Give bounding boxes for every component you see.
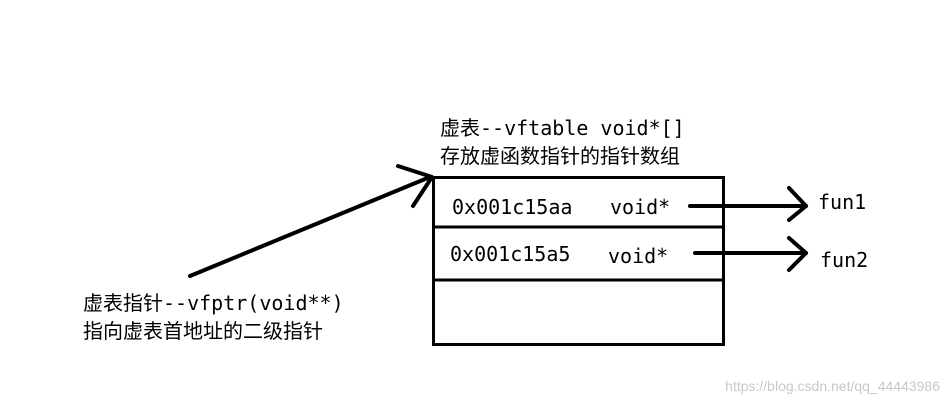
watermark: https://blog.csdn.net/qq_44443986 <box>725 378 940 394</box>
vftable-title-line1: 虚表--vftable void*[] <box>440 116 685 140</box>
vfptr-label-line1: 虚表指针--vfptr(void**) <box>83 291 344 315</box>
row-2-address: 0x001c15a5 <box>450 242 571 266</box>
row-1-type: void* <box>610 195 671 219</box>
vftable-box <box>432 176 725 346</box>
fun1-arrow <box>688 186 808 222</box>
row-1-address: 0x001c15aa <box>452 195 573 219</box>
vfptr-arrow <box>188 164 434 278</box>
row-1-target: fun1 <box>818 190 867 214</box>
vftable-title-line2: 存放虚函数指针的指针数组 <box>440 144 680 168</box>
vfptr-label-line2: 指向虚表首地址的二级指针 <box>83 319 323 343</box>
row-2-target: fun2 <box>820 248 869 272</box>
fun2-arrow <box>693 236 808 272</box>
row-2-type: void* <box>608 244 669 268</box>
